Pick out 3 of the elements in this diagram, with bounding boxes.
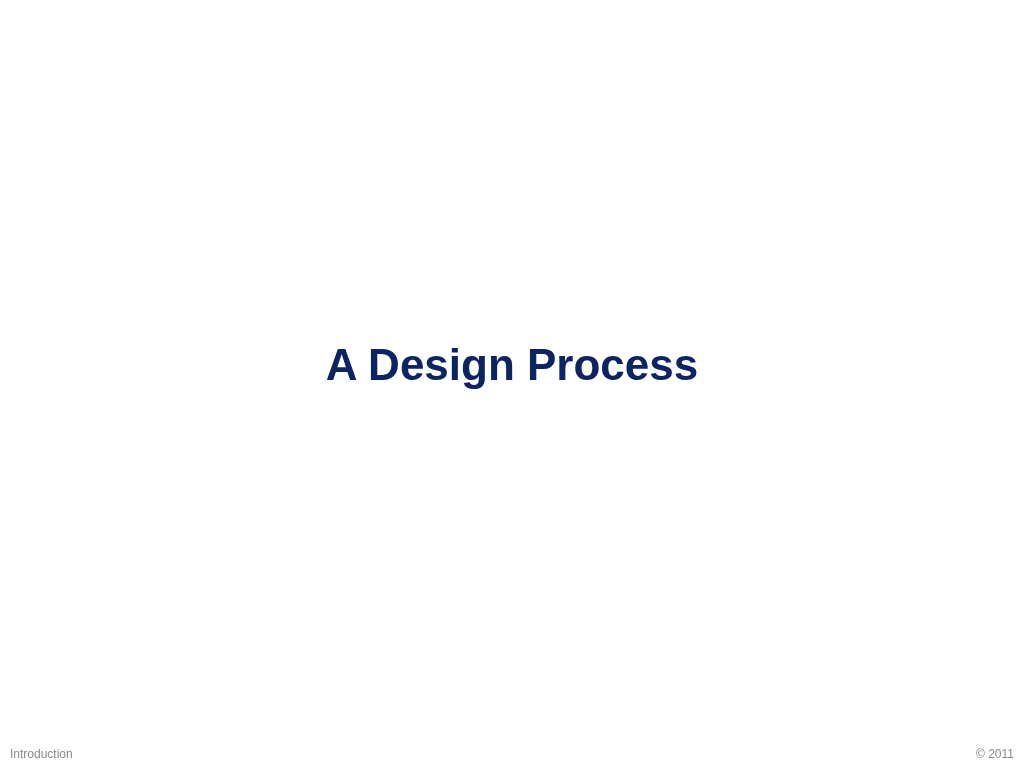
slide-title: A Design Process bbox=[325, 340, 699, 389]
footer-section-name: Introduction bbox=[10, 747, 73, 761]
copyright-notice: © 2011 bbox=[976, 747, 1014, 761]
